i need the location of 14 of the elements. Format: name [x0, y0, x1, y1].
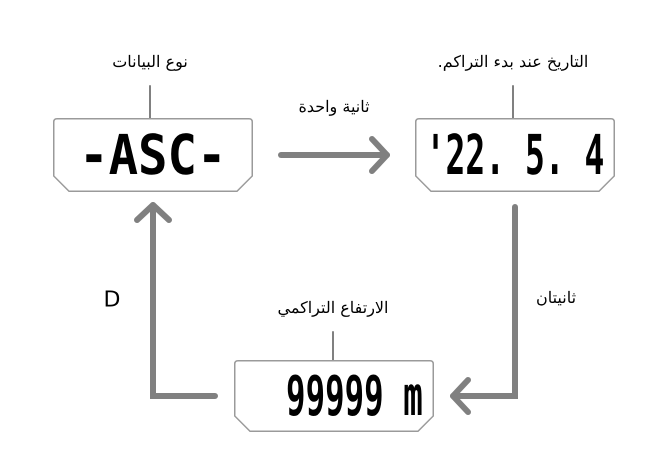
edge-label: D [104, 287, 120, 313]
arrow [134, 202, 218, 399]
callout-label: نوع البيانات [112, 52, 188, 72]
lcd-display: -ASC- [53, 118, 253, 192]
arrow [450, 204, 518, 415]
callout-label: التاريخ عند بدء التراكم. [438, 52, 588, 72]
leader-line [332, 330, 334, 360]
arrow [278, 136, 390, 174]
lcd-display: '22. 5. 4 [415, 118, 615, 192]
lcd-display: 99999 m [234, 360, 434, 432]
edge-label: ثانيتان [536, 288, 576, 308]
callout-label: الارتفاع التراكمي [278, 298, 388, 318]
leader-line [512, 84, 514, 118]
edge-label: ثانية واحدة [298, 98, 370, 116]
